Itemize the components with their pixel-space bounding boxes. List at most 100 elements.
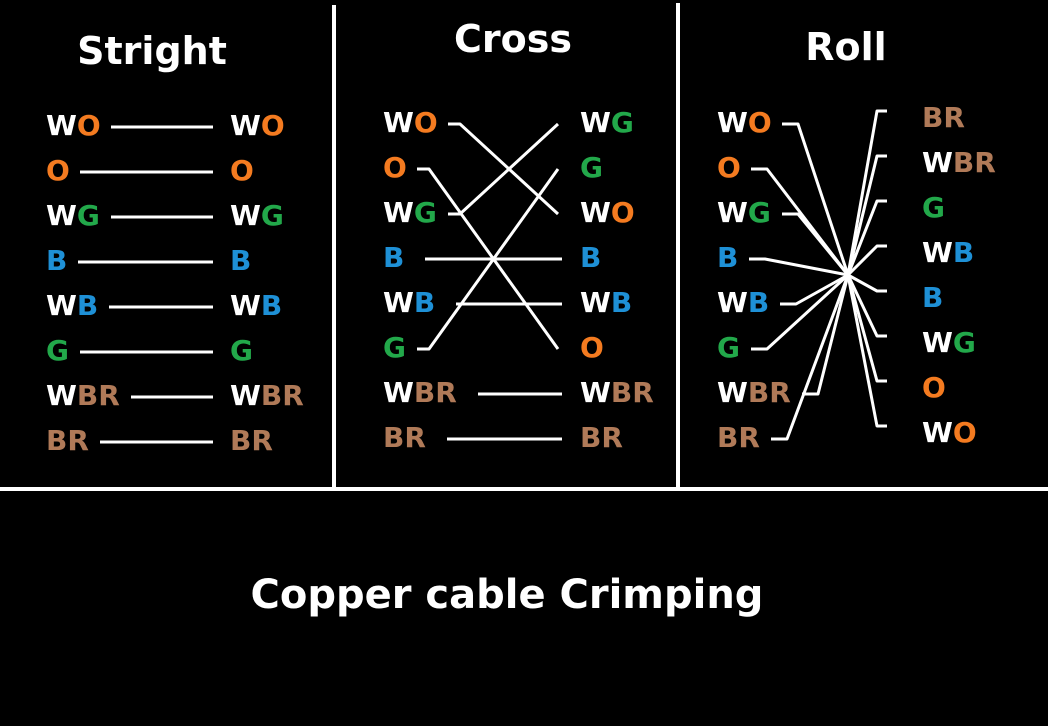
wire-line — [417, 167, 560, 350]
wire-code-part: G — [414, 196, 437, 229]
wire-code-part: B — [611, 286, 632, 319]
wire-code-part: W — [383, 286, 414, 319]
wire-code-part: G — [748, 196, 771, 229]
wire-code-part: BR — [414, 376, 457, 409]
left-pin-label: WG — [717, 196, 771, 229]
left-pin-label: G — [383, 331, 406, 364]
right-pin-label: B — [922, 281, 943, 314]
left-pin-label: WBR — [383, 376, 457, 409]
left-pin-label: WG — [46, 199, 100, 232]
left-pin-label: B — [717, 241, 738, 274]
right-pin-label: WG — [580, 106, 634, 139]
wire-code-part: W — [230, 199, 261, 232]
wire-code-part: BR — [748, 376, 791, 409]
right-pin-label: O — [580, 331, 604, 364]
left-pin-label: G — [46, 334, 69, 367]
wire-code-part: G — [77, 199, 100, 232]
wire-code-part: O — [580, 331, 604, 364]
wire-code-part: W — [383, 196, 414, 229]
right-pin-label: G — [922, 191, 945, 224]
wire-code-part: W — [922, 146, 953, 179]
right-pin-label: WG — [230, 199, 284, 232]
wire-code-part: O — [414, 106, 438, 139]
right-pin-label: BR — [580, 421, 623, 454]
wire-code-part: W — [46, 109, 77, 142]
right-pin-label: WO — [580, 196, 635, 229]
wire-code-part: W — [922, 416, 953, 449]
wire-code-part: O — [383, 151, 407, 184]
right-pin-label: O — [230, 154, 254, 187]
wire-code-part: W — [46, 379, 77, 412]
wire-code-part: B — [261, 289, 282, 322]
wire-code-part: G — [611, 106, 634, 139]
wire-code-part: BR — [383, 421, 426, 454]
left-pin-label: BR — [717, 421, 760, 454]
right-pin-label: WBR — [922, 146, 996, 179]
wire-code-part: W — [717, 106, 748, 139]
right-pin-label: WB — [230, 289, 282, 322]
wire-code-part: O — [611, 196, 635, 229]
wire-code-part: G — [230, 334, 253, 367]
wire-code-part: B — [414, 286, 435, 319]
left-pin-label: WB — [46, 289, 98, 322]
wire-code-part: BR — [46, 424, 89, 457]
wire-code-part: G — [261, 199, 284, 232]
wire-code-part: BR — [922, 101, 965, 134]
wire-line — [771, 109, 887, 441]
wire-code-part: G — [383, 331, 406, 364]
left-pin-label: B — [383, 241, 404, 274]
left-pin-label: G — [717, 331, 740, 364]
left-pin-label: B — [46, 244, 67, 277]
wire-code-part: BR — [77, 379, 120, 412]
wire-code-part: W — [580, 376, 611, 409]
wire-code-part: W — [580, 196, 611, 229]
wire-code-part: BR — [611, 376, 654, 409]
wire-code-part: O — [748, 106, 772, 139]
wire-code-part: W — [230, 379, 261, 412]
wire-code-part: W — [922, 236, 953, 269]
wire-line — [417, 168, 560, 351]
wire-code-part: G — [953, 326, 976, 359]
wire-line — [448, 122, 560, 216]
wire-code-part: O — [261, 109, 285, 142]
wire-code-part: B — [230, 244, 251, 277]
right-pin-label: O — [922, 371, 946, 404]
wire-code-part: O — [230, 154, 254, 187]
right-pin-label: WB — [580, 286, 632, 319]
left-pin-label: WB — [717, 286, 769, 319]
wire-code-part: W — [717, 196, 748, 229]
wire-code-part: BR — [230, 424, 273, 457]
panel-title-cross: Cross — [454, 17, 572, 61]
wire-code-part: O — [922, 371, 946, 404]
left-pin-label: O — [383, 151, 407, 184]
wire-code-part: O — [46, 154, 70, 187]
wire-code-part: W — [580, 286, 611, 319]
right-pin-label: WBR — [580, 376, 654, 409]
wire-code-part: O — [953, 416, 977, 449]
left-pin-label: O — [717, 151, 741, 184]
right-pin-label: WO — [230, 109, 285, 142]
wire-code-part: G — [717, 331, 740, 364]
wire-code-part: W — [46, 289, 77, 322]
wire-code-part: B — [46, 244, 67, 277]
right-pin-label: WG — [922, 326, 976, 359]
wire-code-part: W — [717, 286, 748, 319]
wire-code-part: B — [383, 241, 404, 274]
right-pin-label: G — [580, 151, 603, 184]
right-pin-label: B — [230, 244, 251, 277]
panel-title-roll: Roll — [805, 25, 886, 69]
right-pin-label: BR — [230, 424, 273, 457]
left-pin-label: WBR — [717, 376, 791, 409]
right-pin-label: B — [580, 241, 601, 274]
left-pin-label: WO — [383, 106, 438, 139]
wire-code-part: W — [383, 376, 414, 409]
left-pin-label: WB — [383, 286, 435, 319]
wire-code-part: W — [230, 289, 261, 322]
wire-code-part: W — [580, 106, 611, 139]
left-pin-label: BR — [383, 421, 426, 454]
wire-code-part: W — [383, 106, 414, 139]
